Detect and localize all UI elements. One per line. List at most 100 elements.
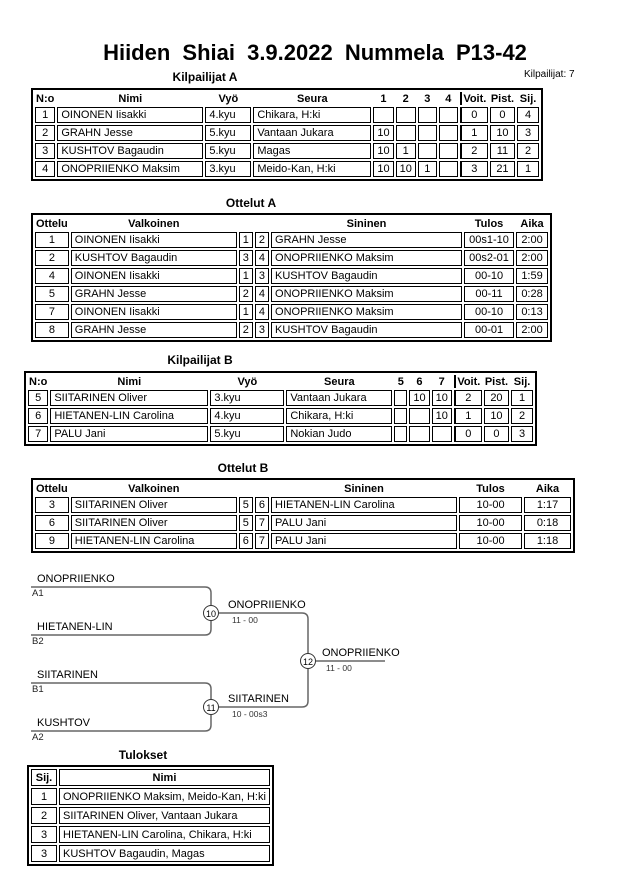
cell <box>409 426 430 442</box>
header-row: Ottelu Valkoinen Sininen Tulos Aika <box>35 482 571 495</box>
col-header: Pist. <box>484 375 509 388</box>
cell: 5.kyu <box>205 125 252 141</box>
page-title: Hiiden Shiai 3.9.2022 Nummela P13-42 <box>103 40 527 65</box>
cell: 11 <box>489 143 516 159</box>
cell <box>438 125 458 141</box>
bracket-slot-name: SIITARINEN <box>37 669 98 681</box>
col-header: Vyö <box>218 92 239 105</box>
cell <box>409 408 430 424</box>
cell: 4.kyu <box>210 408 285 424</box>
cell: Meido-Kan, H:ki <box>253 161 372 177</box>
cell: 1 <box>459 125 488 141</box>
cell: 00-10 <box>464 304 515 320</box>
cell: 4 <box>35 161 56 177</box>
col-header-spacer <box>239 482 269 495</box>
cell: ONOPRIIENKO Maksim <box>271 304 463 320</box>
cell: 1 <box>35 232 69 248</box>
cell: SIITARINEN Oliver <box>70 497 237 513</box>
col-header: N:o <box>36 92 55 105</box>
col-header: 1 <box>380 92 387 105</box>
cell: 2 <box>238 322 253 338</box>
section-title-kilpailijat-a: Kilpailijat A <box>172 70 238 84</box>
cell: 7 <box>254 533 270 549</box>
cell <box>417 107 437 123</box>
cell: 3.kyu <box>205 161 252 177</box>
cell: 4 <box>254 304 270 320</box>
cell <box>431 426 452 442</box>
cell: 00-11 <box>464 286 515 302</box>
cell: GRAHN Jesse <box>57 125 204 141</box>
cell: HIETANEN-LIN Carolina <box>271 497 458 513</box>
cell: 10 <box>431 390 452 406</box>
cell: 2 <box>511 408 534 424</box>
col-header: Sij. <box>31 769 57 786</box>
cell: Vantaan Jukara <box>286 390 393 406</box>
section-title-kilpailijat-b: Kilpailijat B <box>167 353 233 367</box>
cell: 1 <box>395 143 416 159</box>
cell: 6 <box>238 533 253 549</box>
col-header: Voit. <box>459 92 488 105</box>
col-header: Ottelu <box>36 482 68 495</box>
cell: 3 <box>35 497 69 513</box>
cell: 20 <box>483 390 510 406</box>
header-row: Sij. Nimi <box>31 769 270 786</box>
cell <box>394 390 408 406</box>
cell: 2:00 <box>516 322 549 338</box>
col-header: 6 <box>416 375 423 388</box>
bracket-slot-name: KUSHTOV <box>37 717 90 729</box>
cell <box>417 125 437 141</box>
header-row: N:o Nimi Vyö Seura 5 6 7 Voit. Pist. Sij… <box>28 375 533 388</box>
cell <box>395 125 416 141</box>
section-title-tulokset: Tulokset <box>118 748 168 762</box>
col-header: 7 <box>438 375 445 388</box>
cell: 6 <box>254 497 270 513</box>
col-header: N:o <box>29 375 48 388</box>
col-header: 3 <box>424 92 431 105</box>
cell <box>438 107 458 123</box>
cell <box>394 426 408 442</box>
cell: 0:18 <box>524 515 572 531</box>
col-header: Aika <box>520 217 544 230</box>
cell: 10-00 <box>459 515 523 531</box>
col-header: Seura <box>297 92 328 105</box>
cell: 3 <box>517 125 540 141</box>
cell: 0 <box>489 107 516 123</box>
cell: OINONEN Iisakki <box>70 268 237 284</box>
cell: 1 <box>31 788 57 805</box>
cell: GRAHN Jesse <box>70 322 237 338</box>
cell: 3 <box>511 426 534 442</box>
cell: 2 <box>517 143 540 159</box>
col-header: Tulos <box>474 217 504 230</box>
cell: 4 <box>254 250 270 266</box>
cell: 5 <box>28 390 49 406</box>
match-number-badge: 10 <box>203 605 219 621</box>
bracket-slot-name: HIETANEN-LIN <box>37 621 113 633</box>
cell: 7 <box>35 304 69 320</box>
cell: ONOPRIIENKO Maksim <box>271 286 463 302</box>
table-kilpailijat-b: N:o Nimi Vyö Seura 5 6 7 Voit. Pist. Sij… <box>24 371 538 446</box>
cell: 3 <box>254 268 270 284</box>
cell: 10 <box>409 390 430 406</box>
cell: Vantaan Jukara <box>253 125 372 141</box>
cell: 0:28 <box>516 286 549 302</box>
cell: 1 <box>238 304 253 320</box>
cell: Chikara, H:ki <box>253 107 372 123</box>
cell: 3 <box>31 826 57 843</box>
cell: HIETANEN-LIN Carolina, Chikara, H:ki <box>59 826 270 843</box>
cell: OINONEN Iisakki <box>70 304 237 320</box>
cell: 00-01 <box>464 322 515 338</box>
match-winner-name: ONOPRIIENKO <box>322 647 400 659</box>
match-score: 11 - 00 <box>232 615 258 625</box>
match-number-badge: 12 <box>300 653 316 669</box>
